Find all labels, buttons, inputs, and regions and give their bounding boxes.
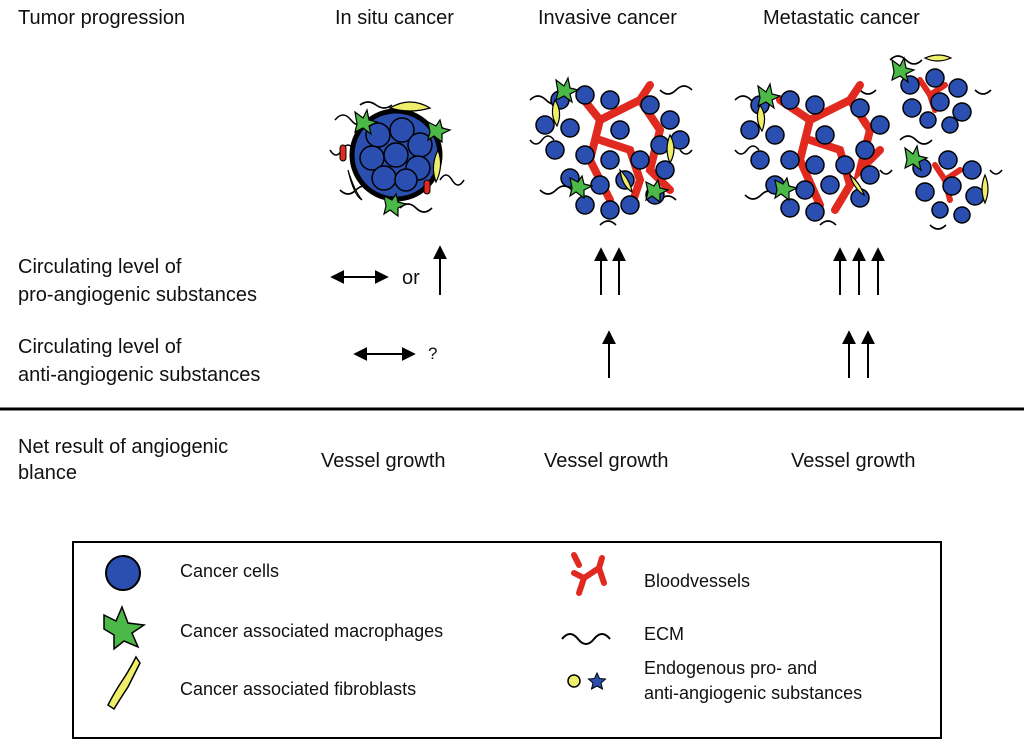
legend-bloodvessels: Bloodvessels [644, 571, 751, 591]
pro-row-label-1: Circulating level of [18, 256, 182, 278]
net-metastatic: Vessel growth [791, 450, 916, 472]
macrophage [891, 56, 916, 84]
fibroblast [388, 101, 432, 112]
legend-icons [103, 552, 611, 711]
legend-substances-2: anti-angiogenic substances [644, 683, 863, 703]
macrophage [555, 76, 580, 104]
pro-row-label-2: pro-angiogenic substances [18, 284, 258, 306]
pro-substance-dot-icon [567, 674, 581, 688]
pro-angiogenic-arrows [330, 245, 885, 295]
ecm-fiber [734, 55, 1003, 230]
fibroblast-icon [107, 655, 141, 711]
question-mark: ? [428, 344, 438, 363]
blood-vessel [576, 81, 674, 214]
macrophage [569, 174, 594, 200]
legend-ecm: ECM [644, 624, 684, 644]
fibroblast [848, 173, 866, 197]
in-situ-tumor-illustration [329, 101, 465, 218]
anti-substance-star-icon [587, 671, 607, 690]
net-in-situ: Vessel growth [321, 450, 446, 472]
macrophage [354, 108, 379, 136]
fibroblast [347, 169, 363, 201]
legend-box: Cancer cells Cancer associated macrophag… [72, 541, 942, 739]
fibroblast [981, 173, 989, 205]
legend-macrophages: Cancer associated macrophages [180, 621, 444, 641]
blood-vessel [776, 81, 884, 214]
fibroblast [551, 98, 561, 128]
header-in-situ: In situ cancer [335, 7, 454, 29]
fibroblast [619, 168, 633, 194]
fibroblast [666, 133, 675, 165]
ecm-fiber [529, 85, 693, 226]
legend-cancer-cells: Cancer cells [180, 561, 280, 581]
net-row-label-1: Net result of angiogenic [18, 436, 229, 458]
invasive-tumor-illustration [529, 76, 693, 226]
legend-fibroblasts: Cancer associated fibroblasts [180, 679, 417, 699]
macrophage [904, 144, 929, 172]
net-invasive: Vessel growth [544, 450, 669, 472]
fibroblast [756, 103, 766, 133]
macrophage [383, 192, 408, 218]
or-text: or [402, 267, 420, 289]
legend-substances-1: Endogenous pro- and [644, 658, 818, 678]
header-invasive: Invasive cancer [538, 7, 677, 29]
macrophage [427, 118, 452, 144]
row-title-tumor-progression: Tumor progression [18, 7, 186, 29]
fibroblast [432, 148, 442, 184]
net-row-label-2: blance [18, 462, 77, 484]
cancer-cell-icon [105, 555, 141, 591]
anti-row-label-2: anti-angiogenic substances [18, 364, 261, 386]
header-metastatic: Metastatic cancer [763, 7, 920, 29]
blood-vessel-icon [571, 552, 607, 596]
macrophage [774, 176, 799, 202]
macrophage [757, 82, 782, 110]
anti-angiogenic-arrows [353, 330, 875, 378]
macrophage-icon [103, 604, 147, 651]
ecm-icon [561, 633, 611, 645]
fibroblast [923, 54, 953, 62]
metastatic-tumor-illustration [734, 54, 1003, 230]
macrophage [645, 178, 670, 204]
anti-row-label-1: Circulating level of [18, 336, 182, 358]
